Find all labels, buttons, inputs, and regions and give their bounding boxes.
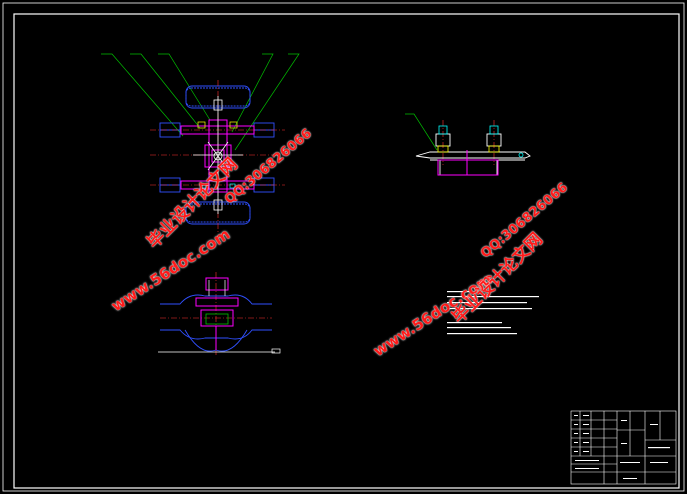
- elevation-view: [158, 272, 281, 356]
- technical-notes: [447, 291, 539, 335]
- title-block: [570, 410, 677, 485]
- front-view: [405, 113, 531, 176]
- title-block-marks: [574, 415, 670, 479]
- inner-frame: [13, 13, 680, 489]
- plan-view: [101, 53, 300, 232]
